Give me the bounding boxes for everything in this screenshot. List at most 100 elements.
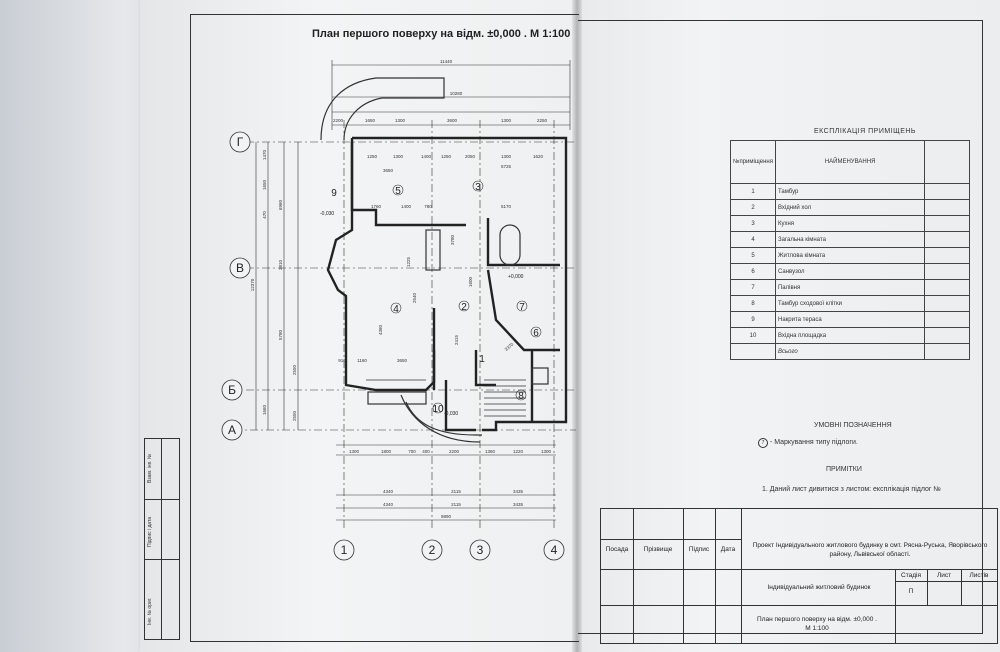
room-name: Вхідна площадка [774,327,926,344]
axis-label: 2 [429,543,436,557]
room-area [924,263,970,280]
axis-label: 1 [341,543,348,557]
stamp-replaced-inv: Взам. інв. № [147,453,153,483]
dimension: 2050 [465,154,476,159]
total-label: Всього [774,343,926,360]
dimension: 3650 [383,168,394,173]
stamp-sign-date: Підпис і дата [147,516,153,547]
axis-label: Б [228,383,236,397]
dimension: 2115 [451,489,461,494]
room-number: 6 [730,263,776,280]
drawing-frame-left [190,14,579,642]
notes-title: ПРИМІТКИ [826,466,862,473]
dimension: 1650 [262,179,267,190]
room-marker: 1 [479,354,485,365]
dimension: 780 [424,204,432,209]
dimension: 10280 [450,91,463,96]
room-number: 1 [730,183,776,200]
dimension: 1300 [501,154,512,159]
room-marker: 9 [331,188,337,199]
dimension: 1470 [262,149,267,160]
room-area [924,215,970,232]
room-area [924,279,970,296]
room-marker: 6 [533,328,539,339]
dimension: 1400 [421,154,432,159]
dimension: 1620 [533,154,544,159]
dimension: 1650 [365,118,376,123]
column-header-area [924,140,970,184]
dimension: 1225 [406,256,411,267]
floor-marker-icon: 7 [758,438,768,448]
dimension: 2200 [449,449,460,454]
room-number: 8 [730,295,776,312]
drawing-frame-right [578,20,983,634]
dimension: 1360 [485,449,496,454]
room-name: Вхідний хол [774,199,926,216]
dimension: 700 [408,449,416,454]
col-posada: Посада [605,546,629,553]
dimension: 1300 [395,118,406,123]
dimension: 3650 [397,358,408,363]
room-marker: 8 [518,391,524,402]
room-area [924,183,970,200]
dimension: 3435 [513,502,524,507]
table-row: 8 Тамбур сходової клітки [730,295,970,312]
notes-text: 1. Даний лист дивитися з листом: експлік… [762,486,941,493]
dimension: 2250 [537,118,548,123]
dimension: 6960 [278,199,283,210]
room-area [924,231,970,248]
room-name: Накрита тераса [774,311,926,328]
sheets-label: Листів [969,572,989,579]
room-number: 10 [730,327,776,344]
dimension: 11440 [440,59,453,64]
project-name: Проект Індивідуального житлового будинку… [752,542,988,558]
dimension: 2115 [451,502,461,507]
table-row: 7 Палівня [730,279,970,296]
dimension: 2550 [292,410,297,421]
table-row: 1 Тамбур [730,183,970,200]
dimension: 1800 [381,449,392,454]
dimension: 1160 [357,358,367,363]
dimension: 1250 [441,154,452,159]
dimension: 1300 [541,449,552,454]
table-row: 5 Житлова кімната [730,247,970,264]
stage-value: П [908,588,914,595]
explication-title: ЕКСПЛІКАЦІЯ ПРИМІЩЕНЬ [813,128,917,135]
dimension: 1760 [371,204,382,209]
explication-table: №приміщення НАЙМЕНУВАННЯ 1 Тамбур 2 Вхід… [730,140,970,360]
room-name: Загальна кімната [774,231,926,248]
title-block: Посада Прізвище Підпис Дата Проект Індив… [600,508,998,644]
level-mark: -0,030 [444,411,458,417]
dimension: 5170 [501,204,512,209]
dimension: 2200 [333,118,344,123]
column-header-number: №приміщення [730,140,776,184]
legend-item: 7 - Маркування типу підлоги. [758,438,858,448]
col-date: Дата [720,546,736,553]
room-number: 7 [730,279,776,296]
room-marker: 2 [461,302,467,313]
stamp-orig-inv: Інв. № ориг. [147,597,153,625]
dimension: 3780 [450,234,455,245]
room-marker: 5 [395,186,401,197]
axis-label: В [236,261,244,275]
dimension: 910 [338,358,346,363]
floor-plan: Г В Б А 1 2 3 4 9 5 3 2 4 7 6 8 10 1 +0,… [221,59,576,561]
room-number: 9 [730,311,776,328]
room-marker: 3 [475,182,481,193]
col-surname: Прізвище [643,546,673,553]
dimension: 3600 [447,118,458,123]
room-area [924,311,970,328]
legend-title: УМОВНІ ПОЗНАЧЕННЯ [814,422,892,429]
room-area [924,295,970,312]
dimension: 9890 [441,514,452,519]
dimension: 3810 [278,259,283,270]
paper-fold [572,0,582,652]
room-area [924,327,970,344]
dimension: 1300 [393,154,404,159]
room-name: Палівня [774,279,926,296]
plan-title: План першого поверху на відм. ±0,000 . М… [312,28,571,40]
side-stamp: Взам. інв. № Підпис і дата Інв. № ориг. [144,438,180,640]
table-row: 10 Вхідна площадка [730,327,970,344]
table-row-total: Всього [730,343,970,360]
dimension: 12370 [250,278,255,291]
